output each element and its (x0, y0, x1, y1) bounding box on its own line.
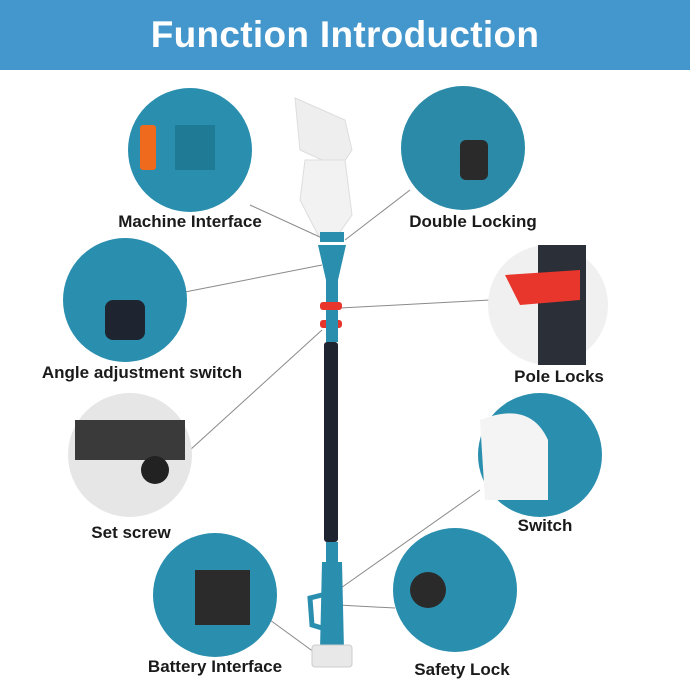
label-battery-interface: Battery Interface (147, 657, 283, 676)
label-double-locking: Double Locking (409, 212, 537, 231)
label-set-screw: Set screw (91, 523, 171, 542)
label-switch: Switch (517, 516, 573, 535)
detail-circles (63, 86, 608, 657)
safety-lock-photo (393, 528, 517, 652)
leader-lines (184, 189, 491, 656)
page-title: Function Introduction (150, 14, 540, 55)
pole-saw (294, 97, 353, 668)
label-machine-interface: Machine Interface (118, 212, 262, 231)
header-banner: Function Introduction (0, 0, 690, 70)
label-angle-adjustment-switch: Angle adjustment switch (41, 363, 243, 382)
label-safety-lock: Safety Lock (414, 660, 510, 679)
label-pole-locks: Pole Locks (514, 367, 604, 386)
